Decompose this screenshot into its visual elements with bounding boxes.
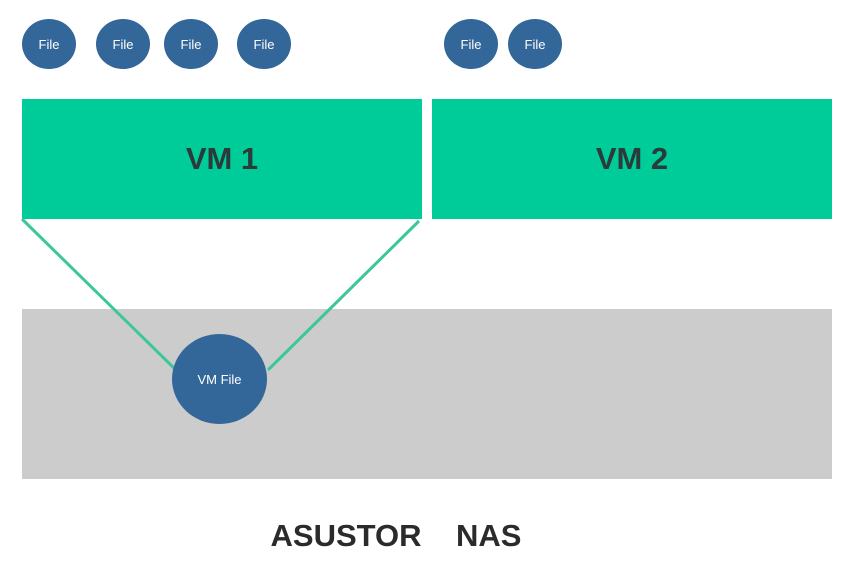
file-node-3: File — [164, 19, 218, 69]
file-node-6: File — [508, 19, 562, 69]
vm-box-label: VM 1 — [185, 141, 259, 176]
file-node-1: File — [22, 19, 76, 69]
file-node-label: File — [38, 36, 60, 52]
file-node-5: File — [444, 19, 498, 69]
vm-box-2: VM 2 — [432, 99, 832, 219]
file-node-label: File — [180, 36, 202, 52]
vm-box-label: VM 2 — [595, 141, 669, 176]
vm-file-node: VM File — [172, 334, 267, 424]
file-node-4: File — [237, 19, 291, 69]
vm-box-1: VM 1 — [22, 99, 422, 219]
file-node-label: File — [112, 36, 134, 52]
vm-file-label: VM File — [197, 371, 242, 387]
file-node-label: File — [524, 36, 546, 52]
nas-storage-area — [22, 309, 832, 479]
nas-label: ASUSTOR NAS — [270, 518, 522, 553]
file-node-label: File — [460, 36, 482, 52]
file-node-2: File — [96, 19, 150, 69]
file-node-label: File — [253, 36, 275, 52]
